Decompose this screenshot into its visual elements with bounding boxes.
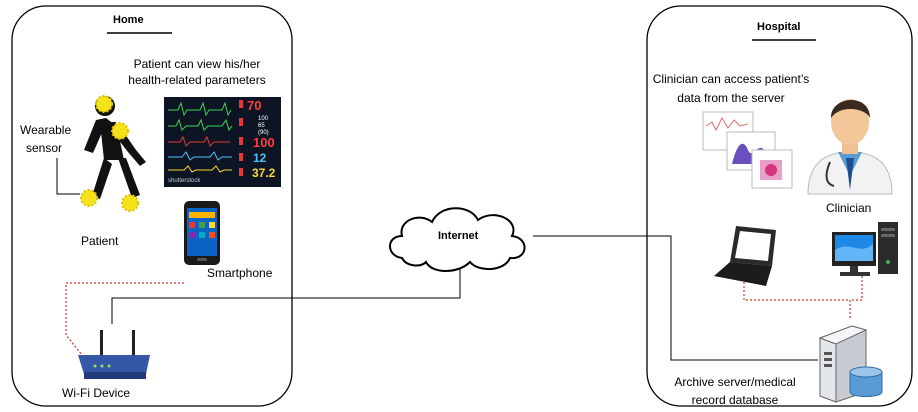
- monitor-value-bp: 100 65 (90): [258, 116, 269, 136]
- home-title: Home: [113, 14, 144, 26]
- clinician-label: Clinician: [826, 201, 872, 215]
- lan-link-desktop: [849, 276, 863, 320]
- desktop-computer-icon: [832, 222, 898, 276]
- home-box: [11, 5, 293, 407]
- bluetooth-link-phone-router: [65, 282, 184, 356]
- archive-label-line2: record database: [691, 393, 779, 407]
- monitor-value-resp: 12: [253, 151, 267, 165]
- wearable-sensor-label-line2: sensor: [26, 141, 63, 155]
- hospital-title: Hospital: [757, 21, 801, 33]
- clinician-access-text-line2: data from the server: [677, 91, 785, 105]
- wearable-sensor-label-line1: Wearable: [20, 123, 72, 137]
- lan-link-laptop: [743, 282, 850, 301]
- internet-server-line: [533, 235, 818, 361]
- monitor-value-hr: 70: [247, 98, 262, 113]
- medical-charts-image: [702, 111, 793, 189]
- router-internet-line: [111, 266, 461, 324]
- monitor-value-temp: 37.2: [252, 166, 276, 180]
- internet-label: Internet: [438, 230, 479, 242]
- smartphone-label: Smartphone: [207, 266, 273, 280]
- clinician-access-text-line1: Clinician can access patient’s: [652, 72, 810, 86]
- smartphone-icon: [184, 201, 220, 265]
- patient-view-text-line2: health-related parameters: [128, 73, 266, 87]
- monitor-watermark: shutterstock: [168, 178, 201, 184]
- internet-cloud: [389, 207, 526, 272]
- wearable-pointer-line: [56, 158, 80, 195]
- hospital-box: [646, 5, 913, 407]
- sensor-icon: [80, 95, 139, 212]
- archive-label-line1: Archive server/medical: [674, 375, 796, 389]
- vital-monitor-image: [164, 97, 281, 187]
- patient-label: Patient: [81, 234, 119, 248]
- patient-view-text-line1: Patient can view his/her: [133, 57, 261, 71]
- wifi-router-icon: [78, 330, 150, 379]
- archive-server-icon: [818, 325, 883, 403]
- clinician-icon: [807, 99, 893, 195]
- laptop-icon: [714, 226, 776, 286]
- monitor-value-spo2: 100: [253, 135, 275, 150]
- patient-figure: [84, 96, 146, 199]
- wifi-device-label: Wi-Fi Device: [62, 386, 130, 400]
